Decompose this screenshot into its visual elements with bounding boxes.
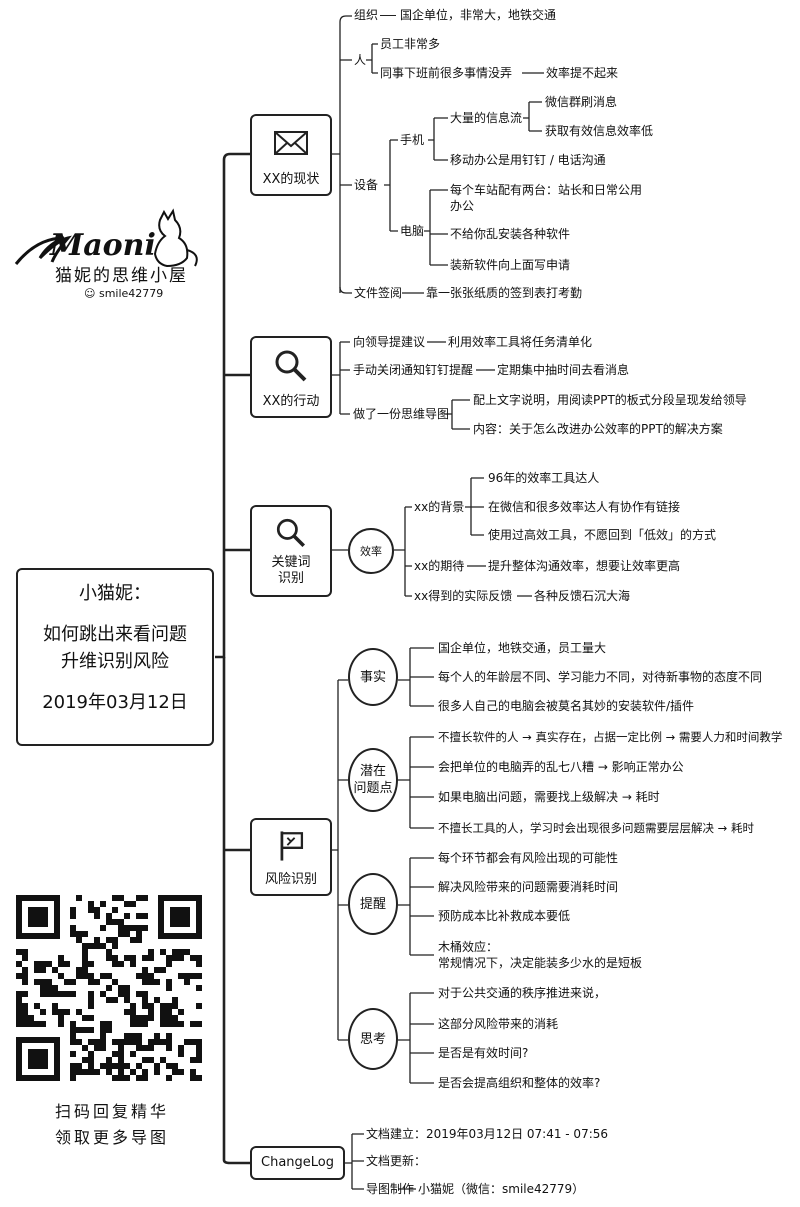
node-sign-value: 靠一张张纸质的签到表打考勤 [426,286,583,300]
circle-issues-label: 潜在问题点 [353,764,393,796]
node-issue-2: 会把单位的电脑弄的乱七八糟 → 影响正常办公 [438,760,684,774]
qr-caption-1: 扫码回复精华 [54,1102,169,1121]
circle-issues: 潜在问题点 [348,748,398,812]
node-info-1: 微信群刷消息 [545,95,618,109]
circle-facts-label: 事实 [359,669,386,685]
node-fact-2: 每个人的年龄层不同、学习能力不同，对待新事物的态度不同 [438,670,763,684]
node-pc: 电脑 [400,224,425,238]
node-mobile: 移动办公是用钉钉 / 电话沟通 [450,153,606,167]
node-info: 大量的信息流 [450,111,523,125]
circle-reminder-label: 提醒 [359,896,386,912]
wechat-icon: ☺ [84,287,99,300]
node-people-2: 同事下班前很多事情没弄 [380,66,513,80]
node-think-3: 是否是有效时间? [438,1046,529,1060]
node-background-3: 使用过高效工具，不愿回到「低效」的方式 [488,528,717,542]
node-pc-1b: 办公 [450,199,475,213]
node-org: 组织 [354,8,379,22]
node-action-2-value: 定期集中抽时间去看消息 [497,363,630,377]
branch-changelog: ChangeLog [250,1146,345,1180]
branch-status-label: XX的现状 [262,172,320,187]
brand-id-text: smile42779 [98,287,164,300]
node-action-3-2: 内容：关于怎么改进办公效率的PPT的解决方案 [473,422,723,436]
node-action-1: 向领导提建议 [353,335,426,349]
node-issue-4: 不擅长工具的人，学习时会出现很多问题需要层层解决 → 耗时 [438,821,754,835]
qr-code [16,895,202,1081]
brand-id: ☺ smile42779 [84,287,163,300]
node-issue-1: 不擅长软件的人 → 真实存在，占据一定比例 → 需要人力和时间教学 [438,730,783,744]
node-action-3: 做了一份思维导图 [353,407,450,421]
node-feedback: xx得到的实际反馈 [414,589,513,603]
branch-risk: 风险识别 [250,818,332,896]
node-expectation-value: 提升整体沟通效率，想要让效率更高 [488,559,681,573]
envelope-icon [274,131,308,155]
circle-thinking: 思考 [348,1008,398,1070]
maoni-logo: Maoni [14,208,198,268]
node-action-3-1: 配上文字说明，用阅读PPT的板式分段呈现发给领导 [473,393,747,407]
node-pc-2: 不给你乱安装各种软件 [450,227,571,241]
node-pc-3: 装新软件向上面写申请 [450,258,571,272]
node-think-2: 这部分风险带来的消耗 [438,1017,559,1031]
root-topic: 小猫妮： 如何跳出来看问题 升维识别风险 2019年03月12日 [16,568,214,746]
node-background: xx的背景 [414,500,465,514]
node-background-1: 96年的效率工具达人 [488,471,600,485]
node-reminder-2: 解决风险带来的问题需要消耗时间 [438,880,619,894]
node-reminder-4b: 常规情况下，决定能装多少水的是短板 [438,956,643,970]
circle-efficiency: 效率 [348,528,394,574]
node-fact-3: 很多人自己的电脑会被莫名其妙的安装软件/插件 [438,699,695,713]
qr-caption-2: 领取更多导图 [54,1128,169,1147]
node-log-updated: 文档更新： [366,1154,427,1168]
node-think-4: 是否会提高组织和整体的效率? [438,1076,601,1090]
circle-facts: 事实 [348,648,398,706]
node-info-2: 获取有效信息效率低 [545,124,654,138]
node-issue-3: 如果电脑出问题，需要找上级解决 → 耗时 [438,790,660,804]
magnifier-icon [275,350,307,382]
node-background-2: 在微信和很多效率达人有协作有链接 [488,500,681,514]
branch-action: XX的行动 [250,336,332,418]
node-sign: 文件签阅 [354,286,403,300]
branch-risk-label: 风险识别 [264,872,317,887]
node-action-2: 手动关闭通知钉钉提醒 [353,363,474,377]
node-people: 人 [354,53,367,67]
magnifier-icon [276,518,306,548]
root-date: 2019年03月12日 [42,692,188,713]
node-people-1: 员工非常多 [380,37,441,51]
branch-keyword: 关键词 识别 [250,505,332,597]
node-phone: 手机 [400,133,425,147]
node-log-author: 导图制作 [366,1182,415,1196]
circle-reminder: 提醒 [348,873,398,935]
branch-changelog-label: ChangeLog [261,1155,334,1170]
node-think-1: 对于公共交通的秩序推进来说， [438,986,607,1000]
branch-status: XX的现状 [250,114,332,196]
brand-name: 猫妮的思维小屋 [55,266,188,286]
flag-icon [280,831,304,861]
branch-action-label: XX的行动 [262,394,320,409]
node-org-value: 国企单位，非常大，地铁交通 [400,8,557,22]
node-feedback-value: 各种反馈石沉大海 [534,589,631,603]
root-subtitle: 升维识别风险 [61,651,169,672]
branch-keyword-label-1: 关键词 [271,555,311,570]
root-line1: 小猫妮： [79,583,151,604]
node-log-author-value: 小猫妮（微信：smile42779） [418,1182,585,1196]
node-log-created: 文档建立：2019年03月12日 07:41 - 07:56 [366,1127,609,1141]
circle-thinking-label: 思考 [359,1031,386,1047]
node-fact-1: 国企单位，地铁交通，员工量大 [438,641,607,655]
node-action-1-value: 利用效率工具将任务清单化 [448,335,593,349]
node-device: 设备 [354,178,379,192]
branch-keyword-label-2: 识别 [277,571,304,586]
node-reminder-4a: 木桶效应： [438,940,499,954]
node-people-2-value: 效率提不起来 [546,66,619,80]
root-title: 如何跳出来看问题 [43,624,187,645]
circle-efficiency-label: 效率 [360,544,382,558]
node-pc-1a: 每个车站配有两台：站长和日常公用 [450,183,643,197]
logo-text: Maoni [49,228,156,263]
node-reminder-1: 每个环节都会有风险出现的可能性 [438,851,619,865]
node-reminder-3: 预防成本比补救成本要低 [438,909,571,923]
node-expectation: xx的期待 [414,559,465,573]
